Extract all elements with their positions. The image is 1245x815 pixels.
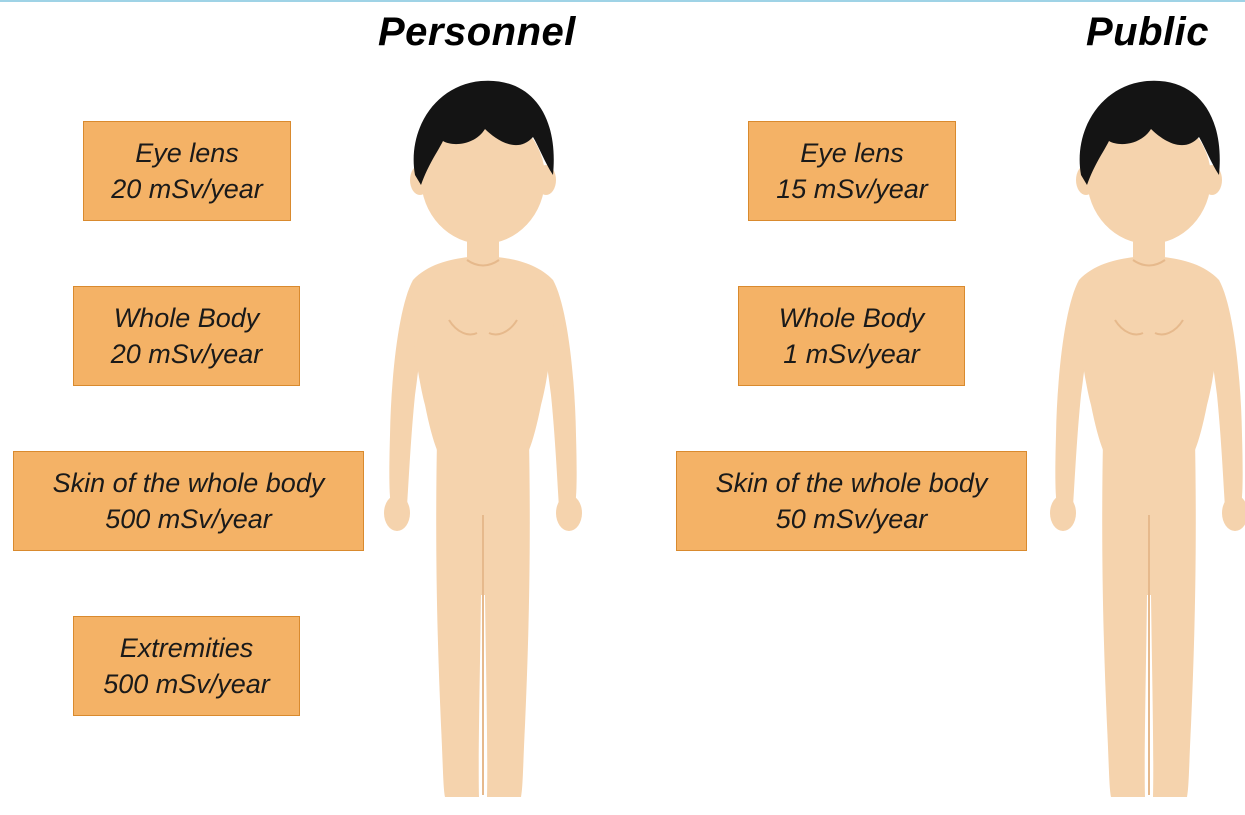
personnel-extremities-box: Extremities 500 mSv/year (73, 616, 300, 716)
personnel-heading: Personnel (378, 10, 576, 55)
top-rule (0, 0, 1245, 2)
personnel-body-illustration (377, 75, 589, 815)
personnel-eye-lens-box: Eye lens 20 mSv/year (83, 121, 291, 221)
limit-label: Skin of the whole body (53, 465, 325, 501)
public-whole-body-box: Whole Body 1 mSv/year (738, 286, 965, 386)
limit-label: Skin of the whole body (716, 465, 988, 501)
limit-label: Whole Body (779, 300, 925, 336)
limit-label: Extremities (120, 630, 254, 666)
body-figure (1050, 81, 1245, 797)
public-heading: Public (1086, 10, 1209, 55)
limit-value: 500 mSv/year (103, 666, 270, 702)
limit-label: Eye lens (135, 135, 239, 171)
limit-value: 50 mSv/year (776, 501, 928, 537)
limit-value: 1 mSv/year (783, 336, 920, 372)
public-eye-lens-box: Eye lens 15 mSv/year (748, 121, 956, 221)
limit-value: 15 mSv/year (776, 171, 928, 207)
limit-value: 500 mSv/year (105, 501, 272, 537)
public-body-illustration (1043, 75, 1245, 815)
personnel-whole-body-box: Whole Body 20 mSv/year (73, 286, 300, 386)
body-figure (384, 81, 582, 797)
personnel-skin-box: Skin of the whole body 500 mSv/year (13, 451, 364, 551)
limit-label: Whole Body (114, 300, 260, 336)
limit-value: 20 mSv/year (111, 336, 263, 372)
limit-value: 20 mSv/year (111, 171, 263, 207)
public-skin-box: Skin of the whole body 50 mSv/year (676, 451, 1027, 551)
limit-label: Eye lens (800, 135, 904, 171)
